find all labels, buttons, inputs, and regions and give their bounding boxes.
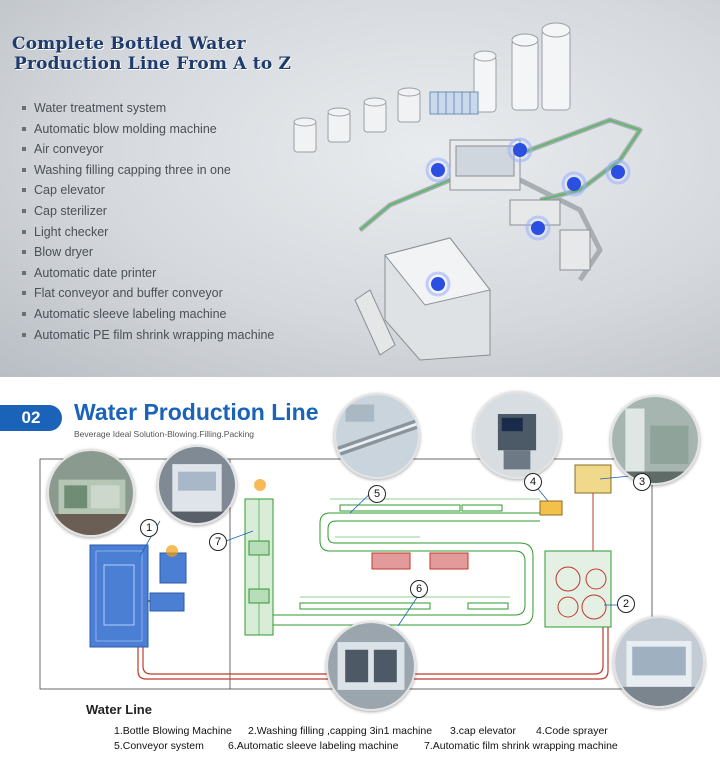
legend-item: 7.Automatic film shrink wrapping machine <box>424 740 618 752</box>
production-line-panel: 02 Water Production Line Beverage Ideal … <box>0 381 720 783</box>
photo-conveyor-system <box>334 393 420 479</box>
legend-item: 4.Code sprayer <box>536 725 608 737</box>
water-line-title: Water Line <box>86 702 152 717</box>
highlight-dots <box>425 137 631 297</box>
photo-shrink-wrap-machine <box>157 445 237 525</box>
feature-item: Light checker <box>22 222 274 243</box>
incline-conveyor <box>354 289 396 356</box>
section-number-badge: 02 <box>0 405 62 431</box>
feature-item: Washing filling capping three in one <box>22 160 274 181</box>
shrink-wrap-machine <box>244 479 274 636</box>
code-sprayer-unit <box>539 500 563 516</box>
callout-number-6: 6 <box>410 580 428 598</box>
packing-machine <box>384 237 491 361</box>
legend-item: 6.Automatic sleeve labeling machine <box>228 740 399 752</box>
feature-item: Flat conveyor and buffer conveyor <box>22 283 274 304</box>
overview-title: Complete Bottled Water Production Line F… <box>12 34 292 74</box>
feature-item: Automatic date printer <box>22 263 274 284</box>
feature-item: Automatic blow molding machine <box>22 119 274 140</box>
legend-item: 1.Bottle Blowing Machine <box>114 725 232 737</box>
filler-machine <box>449 139 521 191</box>
overview-panel: Complete Bottled Water Production Line F… <box>0 0 720 377</box>
conveyor-green-lines <box>359 118 642 231</box>
overview-title-line2: Production Line From A to Z <box>14 54 292 74</box>
blow-molding-machine <box>89 544 187 648</box>
legend-item: 2.Washing filling ,capping 3in1 machine <box>248 725 433 737</box>
feature-item: Air conveyor <box>22 139 274 160</box>
green-conveyor-system <box>273 504 540 626</box>
feature-item: Water treatment system <box>22 98 274 119</box>
feature-item: Cap sterilizer <box>22 201 274 222</box>
photo-sleeve-labeling-machine <box>326 621 416 711</box>
section-title: Water Production Line <box>74 399 319 425</box>
callout-number-2: 2 <box>617 595 635 613</box>
photo-washing-filling-capping <box>613 616 705 708</box>
photo-bottle-blowing-machine <box>47 449 135 537</box>
legend-item: 5.Conveyor system <box>114 740 204 752</box>
feature-list: Water treatment system Automatic blow mo… <box>22 98 274 345</box>
legend-item: 3.cap elevator <box>450 725 516 737</box>
overview-title-line1: Complete Bottled Water <box>12 34 246 54</box>
plant-3d-illustration <box>293 22 643 361</box>
callout-number-7: 7 <box>209 533 227 551</box>
panel-divider <box>0 377 720 381</box>
line-layout-diagram <box>39 458 653 690</box>
callout-number-4: 4 <box>524 473 542 491</box>
silo-group <box>473 22 571 113</box>
cap-elevator <box>574 464 612 551</box>
filter-rack <box>429 91 479 115</box>
callout-number-3: 3 <box>633 473 651 491</box>
feature-item: Automatic sleeve labeling machine <box>22 304 274 325</box>
photo-code-sprayer <box>473 391 561 479</box>
callout-number-5: 5 <box>368 485 386 503</box>
filler-block <box>544 550 612 628</box>
photo-cap-elevator <box>610 395 700 485</box>
tank-row <box>293 87 421 153</box>
feature-item: Automatic PE film shrink wrapping machin… <box>22 325 274 346</box>
feature-item: Blow dryer <box>22 242 274 263</box>
sleeve-labeling-machines <box>371 552 469 570</box>
section-subtitle: Beverage Ideal Solution-Blowing.Filling.… <box>74 429 255 439</box>
labeling-station <box>509 199 591 271</box>
feature-item: Cap elevator <box>22 180 274 201</box>
callout-number-1: 1 <box>140 519 158 537</box>
